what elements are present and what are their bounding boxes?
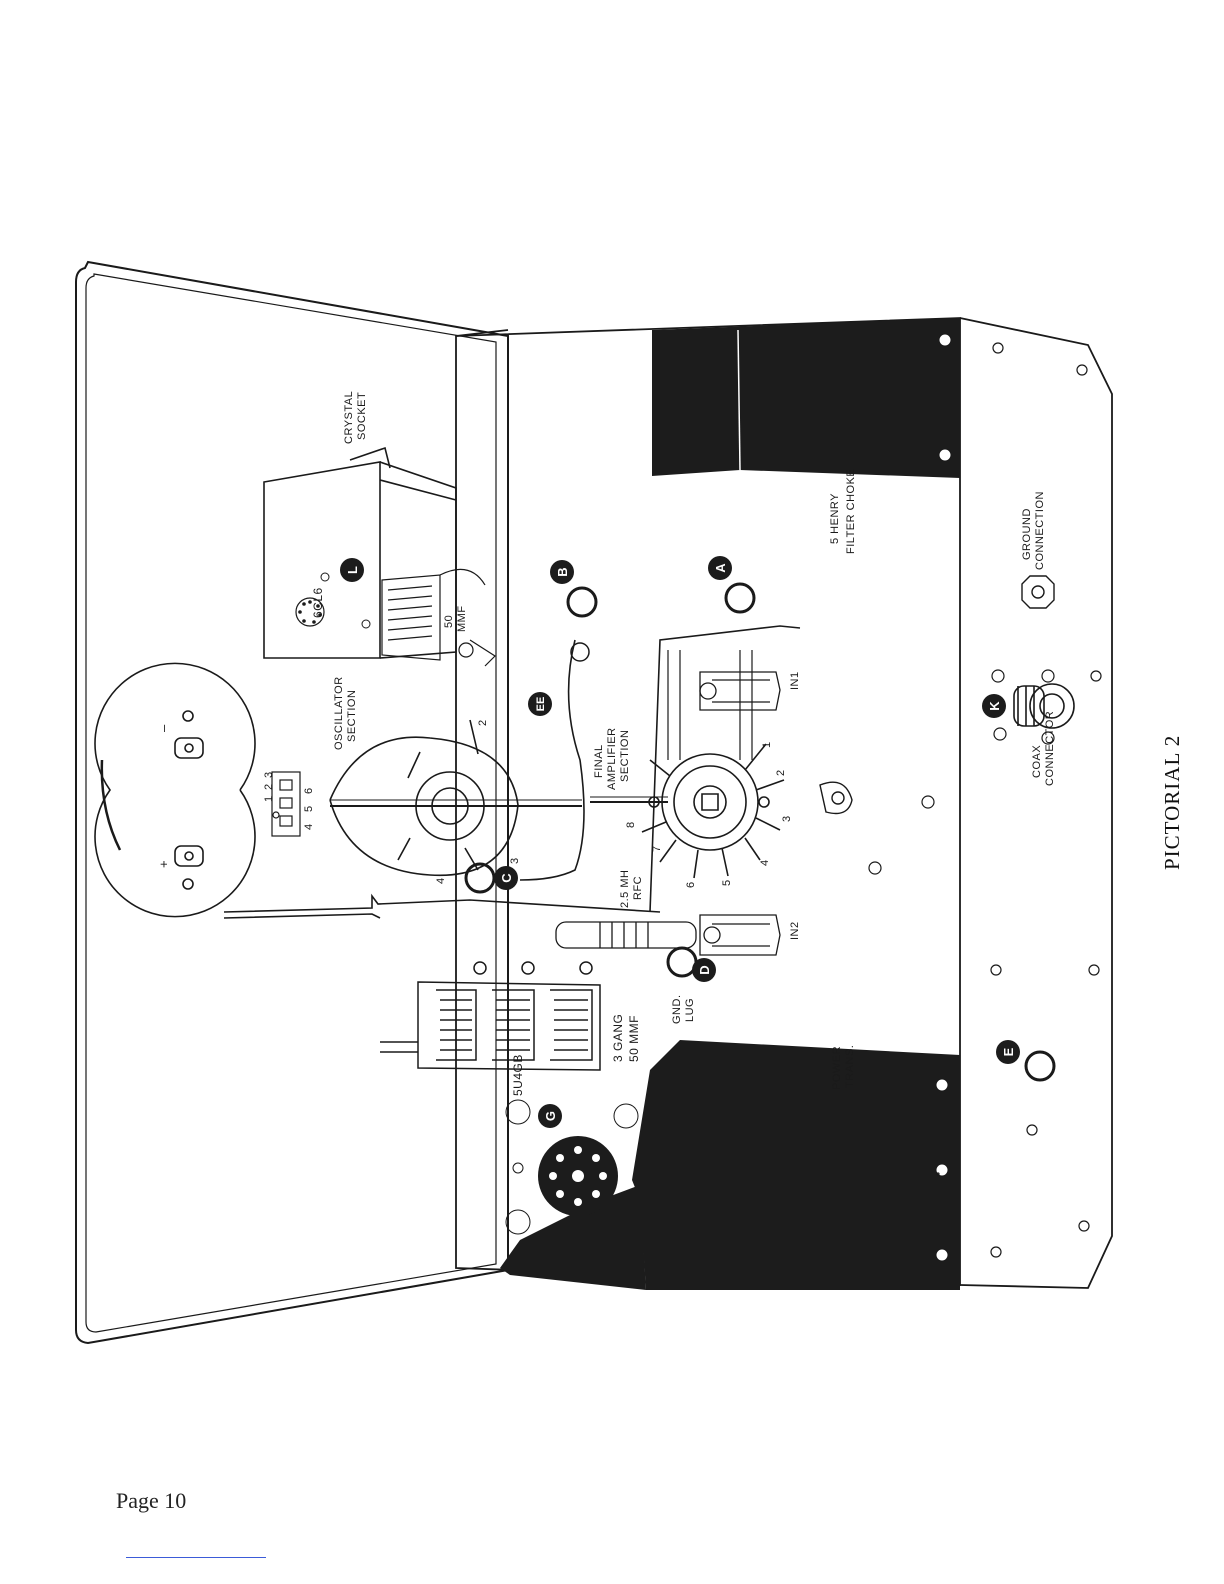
- strip-pos-2: 2: [263, 784, 275, 790]
- marker-c-text: C: [499, 873, 514, 883]
- final-pos-6: 6: [685, 882, 697, 888]
- footer-rule: [126, 1557, 266, 1558]
- label-meter-minus: –: [156, 724, 171, 732]
- label-5u4gb: 5U4GB: [511, 1054, 525, 1096]
- svg-text:CONNECTOR: CONNECTOR: [1044, 711, 1056, 786]
- rail-final: [668, 650, 752, 760]
- svg-text:GND.: GND.: [671, 995, 683, 1025]
- label-three-gang: 3 GANG 50 MMF: [611, 1014, 641, 1062]
- marker-k: K: [982, 694, 1006, 718]
- marker-d-text: D: [697, 965, 712, 974]
- lug-bracket: [820, 782, 852, 813]
- rfc-choke: [556, 922, 696, 948]
- marker-k-text: K: [987, 701, 1002, 711]
- strip-pos-6: 6: [303, 788, 315, 794]
- label-meter-plus: +: [156, 860, 171, 868]
- label-crystal-socket: CRYSTAL SOCKET: [343, 391, 368, 444]
- svg-text:50: 50: [443, 615, 455, 628]
- label-gnd-lug: GND. LUG: [671, 995, 696, 1025]
- three-gang-capacitor: [380, 962, 600, 1070]
- label-ground-connection: GROUND CONNECTION: [1021, 491, 1046, 570]
- svg-text:FILTER CHOKE: FILTER CHOKE: [845, 469, 857, 554]
- marker-c: C: [494, 866, 518, 890]
- marker-ee: EE: [528, 692, 552, 716]
- marker-b: B: [550, 560, 574, 584]
- svg-text:AMPLIFIER: AMPLIFIER: [606, 727, 618, 790]
- label-in1: IN1: [789, 671, 801, 690]
- marker-ee-text: EE: [535, 697, 547, 712]
- final-pos-5: 5: [721, 880, 733, 886]
- meter: [95, 663, 255, 916]
- marker-g: G: [538, 1104, 562, 1128]
- marker-a: A: [708, 556, 732, 580]
- marker-g-text: G: [543, 1111, 558, 1121]
- svg-text:5 HENRY: 5 HENRY: [829, 493, 841, 544]
- label-6cl6: 6CL6: [311, 587, 325, 618]
- final-pos-4: 4: [759, 860, 771, 866]
- svg-text:FINAL: FINAL: [593, 744, 605, 778]
- svg-text:MMF: MMF: [456, 605, 468, 632]
- strip-pos-3: 3: [263, 772, 275, 778]
- final-pos-3: 3: [781, 816, 793, 822]
- strip-pos-1: 1: [263, 796, 275, 802]
- label-power-trans: POWER TRANS.: [831, 1045, 856, 1090]
- variable-capacitor-50mmf: [382, 569, 495, 666]
- marker-d: D: [692, 958, 716, 982]
- svg-text:SECTION: SECTION: [619, 730, 631, 782]
- marker-b-text: B: [555, 567, 570, 576]
- terminal-strip: [272, 772, 300, 836]
- svg-text:2.5 MH: 2.5 MH: [619, 870, 631, 908]
- label-rfc: 2.5 MH RFC: [619, 870, 644, 908]
- final-pos-8: 8: [625, 822, 637, 828]
- svg-text:CONNECTION: CONNECTION: [1034, 491, 1046, 570]
- svg-text:GROUND: GROUND: [1021, 508, 1033, 560]
- svg-text:SECTION: SECTION: [346, 690, 358, 742]
- svg-text:3 GANG: 3 GANG: [611, 1014, 625, 1062]
- page-number: Page 10: [116, 1488, 186, 1514]
- osc-pos-3: 3: [509, 858, 521, 864]
- svg-text:LUG: LUG: [684, 998, 696, 1022]
- figure-title: PICTORIAL 2: [1160, 735, 1185, 870]
- svg-text:POWER: POWER: [831, 1046, 843, 1090]
- final-pos-1: 1: [761, 742, 773, 748]
- ground-connection: [1022, 576, 1054, 608]
- marker-l: L: [340, 558, 364, 582]
- marker-e-text: E: [1001, 1047, 1016, 1056]
- marker-l-text: L: [345, 566, 360, 574]
- svg-text:50 MMF: 50 MMF: [627, 1015, 641, 1062]
- strip-pos-5: 5: [303, 806, 315, 812]
- svg-text:CRYSTAL: CRYSTAL: [343, 391, 355, 444]
- osc-pos-2: 2: [477, 720, 489, 726]
- tube-socket-6cl6: [296, 573, 370, 628]
- label-in2: IN2: [789, 921, 801, 940]
- strip-pos-4: 4: [303, 824, 315, 830]
- marker-e: E: [996, 1040, 1020, 1064]
- final-pos-2: 2: [775, 770, 787, 776]
- label-50mmf: 50 MMF: [443, 605, 468, 632]
- filter-choke: [652, 318, 960, 478]
- diode-in2: [700, 915, 780, 955]
- svg-text:RFC: RFC: [632, 876, 644, 900]
- osc-pos-4: 4: [435, 878, 447, 884]
- label-filter-choke: 5 HENRY FILTER CHOKE: [829, 469, 857, 554]
- svg-text:TRANS.: TRANS.: [844, 1045, 856, 1088]
- label-final-amplifier-section: FINAL AMPLIFIER SECTION: [593, 727, 631, 790]
- label-oscillator-section: OSCILLATOR SECTION: [333, 676, 358, 750]
- svg-text:COAX: COAX: [1031, 745, 1043, 778]
- grommets: [466, 584, 1054, 1080]
- final-pos-7: 7: [651, 846, 663, 852]
- svg-text:OSCILLATOR: OSCILLATOR: [333, 676, 345, 750]
- marker-a-text: A: [713, 563, 728, 573]
- svg-text:SOCKET: SOCKET: [356, 392, 368, 440]
